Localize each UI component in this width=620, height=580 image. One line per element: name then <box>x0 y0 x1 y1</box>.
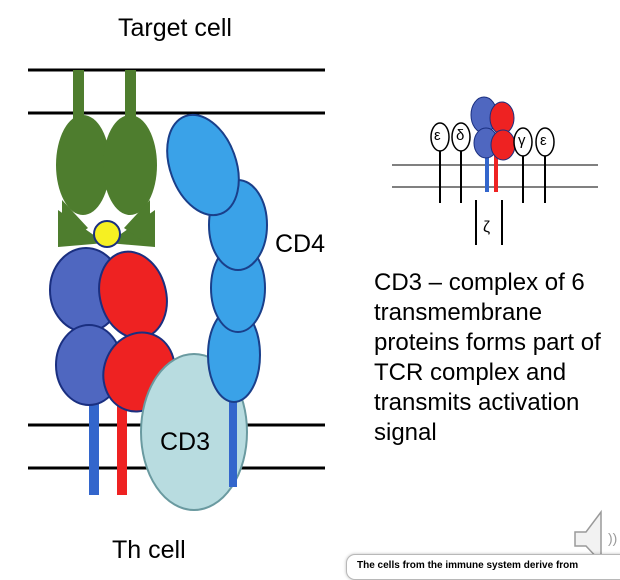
description-line: CD3 – complex of 6 <box>374 269 585 296</box>
gamma-label: γ <box>518 132 526 149</box>
cd4-label: CD4 <box>275 230 326 258</box>
description-line: signal <box>374 419 437 446</box>
svg-text:)): )) <box>608 530 617 546</box>
description-line: transmembrane <box>374 299 543 326</box>
target-cell-membrane <box>28 68 325 115</box>
cd3-description: CD3 – complex of 6 transmembrane protein… <box>374 268 620 448</box>
caption-popup[interactable]: The cells from the immune system derive … <box>346 554 620 580</box>
cd4-molecule <box>166 113 268 487</box>
epsilon-left-label: ε <box>434 127 441 144</box>
description-line: TCR complex and <box>374 359 567 386</box>
target-cell-label: Target cell <box>118 14 232 42</box>
description-line: proteins forms part of <box>374 329 601 356</box>
cd3-inset-diagram <box>392 96 598 245</box>
zeta-label: ζ <box>483 219 491 236</box>
caption-text: The cells from the immune system derive … <box>357 560 579 571</box>
th-cell-label: Th cell <box>112 536 186 564</box>
cd3-label: CD3 <box>160 428 211 456</box>
peptide <box>93 220 121 248</box>
epsilon-right-label: ε <box>540 132 547 149</box>
description-line: transmits activation <box>374 389 580 416</box>
delta-label: δ <box>456 127 465 144</box>
